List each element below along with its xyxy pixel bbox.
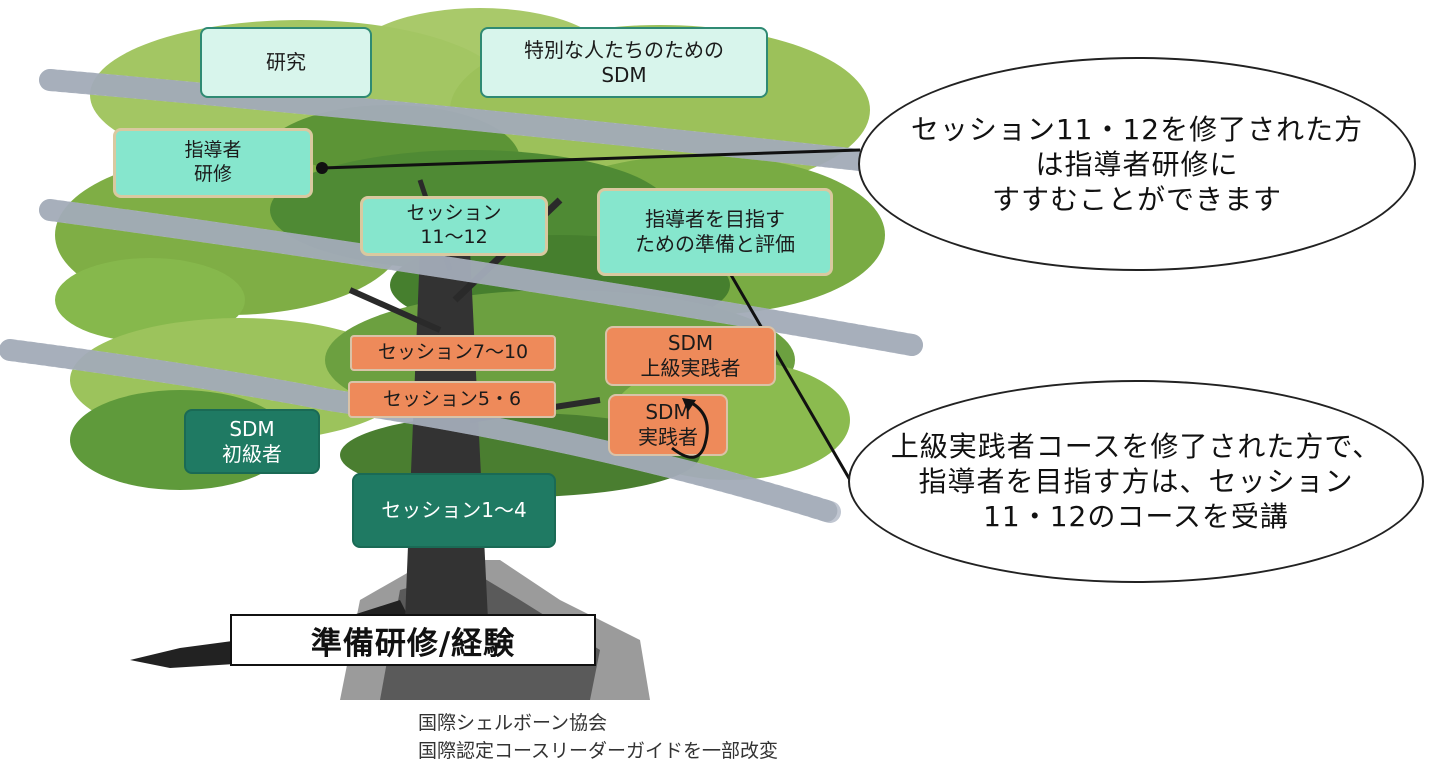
box-instructor-prep: 指導者を目指す ための準備と評価 (597, 188, 833, 276)
box-sdm-beginner: SDM 初級者 (184, 409, 320, 474)
callout-bottom-line-2: 指導者を目指す方は、セッション (918, 465, 1354, 498)
callout-bottom: 上級実践者コースを修了された方で、 指導者を目指す方は、セッション 11・12の… (848, 380, 1424, 583)
box-session-11-12-line-1: セッション (406, 202, 502, 225)
source-caption: 国際シェルボーン協会 国際認定コースリーダーガイドを一部改変 (418, 710, 778, 765)
box-special-sdm-line-1: 特別な人たちのための (524, 37, 724, 62)
caption-line-1: 国際シェルボーン協会 (418, 712, 608, 734)
box-sdm-practitioner: SDM 実践者 (608, 394, 728, 456)
box-sdm-beginner-line-1: SDM (229, 416, 275, 441)
callout-connectors (316, 148, 861, 481)
box-special-sdm: 特別な人たちのための SDM (480, 27, 768, 98)
box-session-7-10: セッション7〜10 (350, 335, 556, 371)
box-sdm-beginner-line-2: 初級者 (222, 441, 282, 466)
box-instructor-training: 指導者 研修 (113, 128, 313, 198)
connector-bottom (725, 267, 852, 481)
callout-bottom-line-3: 11・12のコースを受講 (983, 500, 1289, 533)
box-special-sdm-line-2: SDM (601, 62, 647, 87)
base-label: 準備研修/経験 (230, 614, 596, 666)
box-session-11-12: セッション 11〜12 (360, 196, 548, 256)
box-session-7-10-line: セッション7〜10 (377, 341, 529, 364)
connector-dot-top (316, 162, 328, 174)
box-instructor-training-line-2: 研修 (193, 163, 232, 185)
box-session-5-6-line: セッション5・6 (382, 387, 522, 410)
callout-top: セッション11・12を修了された方 は指導者研修に すすむことができます (858, 57, 1416, 271)
box-instructor-prep-line-1: 指導者を目指す (645, 207, 785, 231)
box-session-5-6: セッション5・6 (348, 381, 556, 418)
callout-bottom-line-1: 上級実践者コースを修了された方で、 (890, 430, 1382, 463)
box-instructor-training-line-1: 指導者 (184, 139, 242, 162)
box-sdm-advanced-line-1: SDM (667, 331, 714, 355)
callout-top-line-1: セッション11・12を修了された方 (910, 112, 1364, 146)
box-sdm-advanced: SDM 上級実践者 (605, 326, 776, 386)
box-sdm-practitioner-line-2: 実践者 (638, 425, 698, 449)
box-research-line: 研究 (266, 50, 306, 74)
box-research: 研究 (200, 27, 372, 98)
box-sdm-advanced-line-2: 上級実践者 (640, 356, 741, 380)
box-session-1-4: セッション1〜4 (352, 473, 556, 548)
callout-top-line-2: は指導者研修に (1035, 147, 1239, 181)
connector-top (321, 148, 861, 170)
box-session-11-12-line-2: 11〜12 (420, 226, 488, 248)
caption-line-2: 国際認定コースリーダーガイドを一部改変 (418, 739, 779, 762)
box-instructor-prep-line-2: ための準備と評価 (635, 232, 795, 256)
box-session-1-4-line: セッション1〜4 (381, 498, 527, 522)
callout-top-line-3: すすむことができます (991, 182, 1282, 216)
box-sdm-practitioner-line-1: SDM (645, 400, 691, 424)
